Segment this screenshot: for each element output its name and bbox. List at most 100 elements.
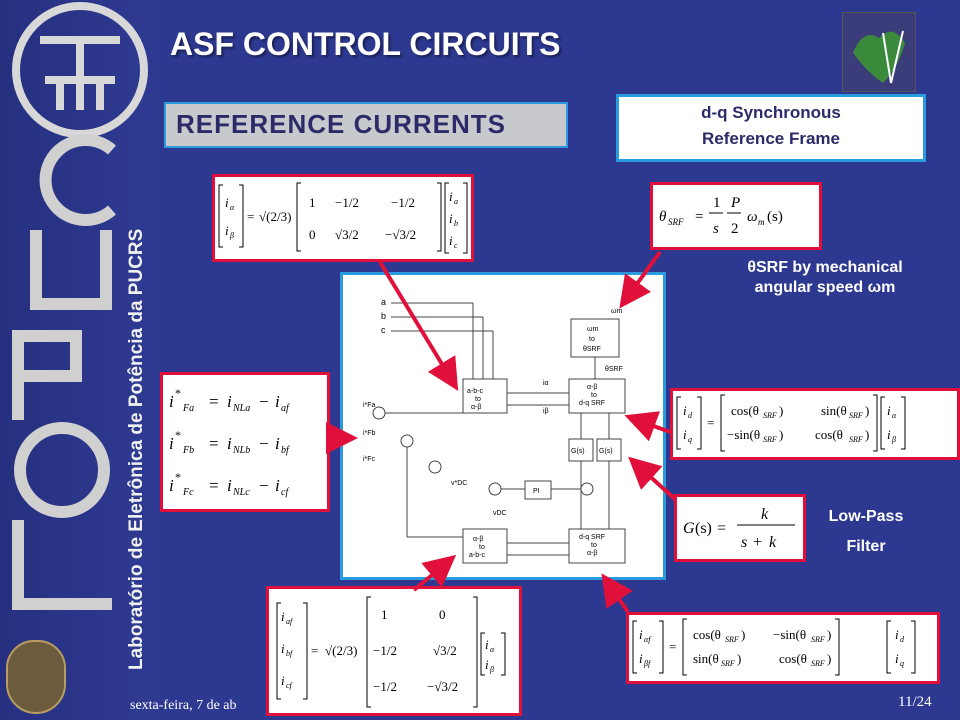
svg-text:=: = (209, 434, 219, 453)
svg-text:af: af (281, 403, 290, 414)
svg-text:θSRF: θSRF (605, 366, 623, 373)
svg-text:k: k (761, 506, 769, 523)
svg-text:iα: iα (543, 380, 549, 387)
svg-text:1: 1 (381, 607, 388, 622)
svg-text:i: i (275, 434, 280, 453)
svg-text:*: * (175, 428, 181, 442)
svg-text:): ) (779, 403, 783, 418)
svg-text:αf: αf (644, 635, 652, 644)
svg-text:i: i (887, 427, 891, 442)
svg-text:√3/2: √3/2 (335, 227, 359, 242)
university-crest (6, 640, 66, 714)
svg-text:i: i (895, 627, 899, 642)
svg-text:ωm: ωm (611, 308, 622, 315)
svg-text:√3/2: √3/2 (433, 643, 457, 658)
section-title-box: REFERENCE CURRENTS (164, 102, 568, 148)
svg-text:i: i (485, 637, 489, 652)
svg-text:0: 0 (439, 607, 446, 622)
svg-text:c: c (381, 325, 386, 335)
svg-text:β: β (229, 231, 234, 240)
svg-text:q: q (688, 435, 692, 444)
svg-text:NLc: NLc (232, 487, 250, 498)
svg-text:i: i (227, 434, 232, 453)
svg-text:(s): (s) (767, 209, 783, 225)
svg-text:i*Fc: i*Fc (363, 456, 376, 463)
svg-text:sin(θ: sin(θ (693, 651, 719, 666)
svg-text:a-b-c: a-b-c (469, 552, 485, 559)
section-title: REFERENCE CURRENTS (176, 109, 507, 139)
lab-name-vertical: Laboratório de Eletrônica de Potência da… (126, 228, 147, 670)
svg-text:cf: cf (286, 681, 294, 690)
svg-text:−1/2: −1/2 (335, 195, 359, 210)
svg-text:θ: θ (659, 209, 667, 225)
svg-text:(s): (s) (695, 520, 712, 537)
svg-text:1: 1 (713, 195, 721, 211)
svg-text:=: = (669, 639, 676, 654)
svg-text:): ) (827, 627, 831, 642)
svg-text:af: af (286, 617, 294, 626)
frame-label-line2: Reference Frame (702, 129, 840, 148)
svg-text:i: i (449, 233, 453, 248)
slide-title: ASF CONTROL CIRCUITS (170, 26, 561, 62)
sidebar-branding: Laboratório de Eletrônica de Potência da… (0, 0, 160, 720)
svg-text:0: 0 (309, 227, 316, 242)
svg-text:i*Fb: i*Fb (363, 430, 376, 437)
svg-text:−sin(θ: −sin(θ (773, 627, 806, 642)
svg-text:i: i (887, 403, 891, 418)
svg-text:i: i (281, 641, 285, 656)
svg-text:bf: bf (286, 649, 294, 658)
svg-text:NLa: NLa (232, 403, 250, 414)
svg-text:i: i (639, 651, 643, 666)
svg-text:=: = (695, 209, 703, 225)
svg-text:bf: bf (281, 445, 290, 456)
svg-text:): ) (741, 627, 745, 642)
svg-text:θSRF: θSRF (583, 346, 601, 353)
slide-date: sexta-feira, 7 de ab (130, 698, 237, 713)
svg-text:α: α (892, 411, 897, 420)
theta-caption: θSRF by mechanical angular speed ωm (722, 258, 928, 298)
svg-text:i: i (275, 476, 280, 495)
lowpass-caption: Low-Pass Filter (814, 502, 918, 562)
svg-text:SRF: SRF (721, 659, 735, 668)
svg-text:SRF: SRF (849, 435, 863, 444)
svg-text:Fb: Fb (182, 445, 194, 456)
svg-text:a: a (381, 297, 386, 307)
frame-label-line1: d-q Synchronous (701, 103, 841, 122)
svg-text:α-β: α-β (587, 550, 597, 557)
svg-text:cos(θ: cos(θ (815, 427, 843, 442)
svg-text:d-q SRF: d-q SRF (579, 534, 605, 541)
svg-text:iβ: iβ (543, 408, 549, 415)
svg-text:i: i (683, 403, 687, 418)
svg-text:d-q SRF: d-q SRF (579, 400, 605, 407)
svg-text:=: = (717, 520, 726, 537)
svg-text:a-b-c: a-b-c (467, 388, 483, 395)
svg-text:G(s): G(s) (599, 448, 613, 455)
svg-text:s: s (741, 534, 747, 551)
svg-text:2: 2 (731, 221, 739, 237)
svg-text:NLb: NLb (232, 445, 250, 456)
svg-text:): ) (865, 427, 869, 442)
svg-text:): ) (865, 403, 869, 418)
svg-text:i: i (225, 195, 229, 210)
arrow-inverse-park (601, 573, 633, 614)
svg-text:cos(θ: cos(θ (731, 403, 759, 418)
svg-text:√(2/3): √(2/3) (325, 643, 357, 658)
svg-text:i: i (169, 476, 174, 495)
svg-text:i: i (895, 651, 899, 666)
svg-text:Fa: Fa (182, 403, 194, 414)
svg-text:=: = (209, 392, 219, 411)
svg-text:*: * (175, 470, 181, 484)
conference-logo (842, 12, 916, 92)
svg-text:i: i (683, 427, 687, 442)
svg-text:α: α (230, 203, 235, 212)
theta-caption-line1: θSRF by mechanical (747, 259, 903, 276)
svg-text:=: = (707, 415, 714, 430)
svg-text:i: i (227, 476, 232, 495)
svg-text:s: s (713, 221, 719, 237)
svg-text:SRF: SRF (763, 411, 777, 420)
svg-text:=: = (311, 643, 318, 658)
svg-text:cf: cf (281, 487, 289, 498)
